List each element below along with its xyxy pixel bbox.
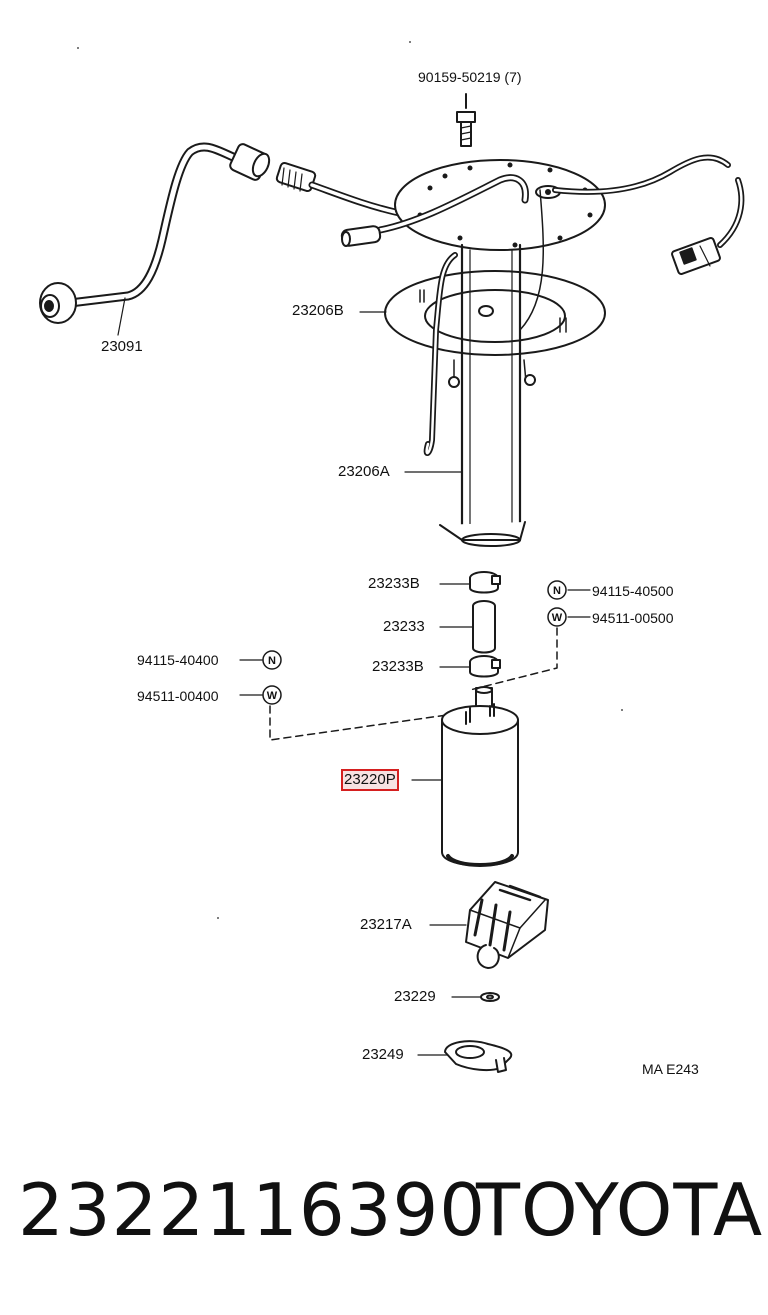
sender-top-plate-icon [340,159,606,251]
callout-fuel-pump-highlighted: 23220P [341,769,399,791]
nut-symbol-right-letter: N [553,585,561,597]
callout-washer-left: 94511-00400 [137,688,219,704]
terminal-leader-left [269,705,469,741]
diagram-reference-code: MA E243 [642,1061,699,1077]
callout-nut-right: 94115-40500 [592,583,674,599]
cushion-icon [417,1040,513,1073]
washer-symbol-right-icon: W [547,607,591,627]
callout-clip: 23229 [394,988,436,1005]
nut-symbol-left-icon: N [239,650,282,670]
wire-harness-icon [552,154,745,275]
hose-clamp-lower-icon [439,655,501,678]
callout-pump-bracket: 23206A [338,463,390,480]
part-caption: 2322116390 TOYOTA [0,1160,768,1270]
hose-clamp-upper-icon [439,571,501,594]
nut-symbol-right-icon: N [547,580,591,600]
fuel-filter-icon [429,881,549,969]
brand-name: TOYOTA [476,1168,764,1252]
callout-filter: 23217A [360,916,412,933]
clip-icon [451,992,500,1002]
parts-diagram: N W N W [39,41,745,1077]
exploded-view-drawing: N W N W [39,41,745,1073]
terminal-leader-right [469,627,558,691]
callout-nut-left: 94115-40400 [137,652,219,668]
callout-clamp-lower: 23233B [372,658,424,675]
callout-washer-right: 94511-00500 [592,610,674,626]
callout-hose: 23233 [383,618,425,635]
bolt-icon [456,93,476,147]
callout-gauge-bracket: 23206B [292,302,344,319]
fuel-hose-icon [439,600,496,654]
washer-symbol-left-icon: W [239,685,282,705]
gauge-bracket-icon [359,270,606,356]
part-number: 2322116390 [18,1168,487,1252]
fuel-line-icon [39,142,271,336]
callout-clamp-upper: 23233B [368,575,420,592]
callout-fuel-line: 23091 [101,338,143,355]
nut-symbol-left-letter: N [268,655,276,667]
callout-cushion: 23249 [362,1046,404,1063]
washer-symbol-right-letter: W [552,612,563,624]
pump-bracket-icon [404,189,544,547]
callout-bolt: 90159-50219 (7) [418,69,522,85]
washer-symbol-left-letter: W [267,690,278,702]
fuel-pump-icon [411,686,519,867]
